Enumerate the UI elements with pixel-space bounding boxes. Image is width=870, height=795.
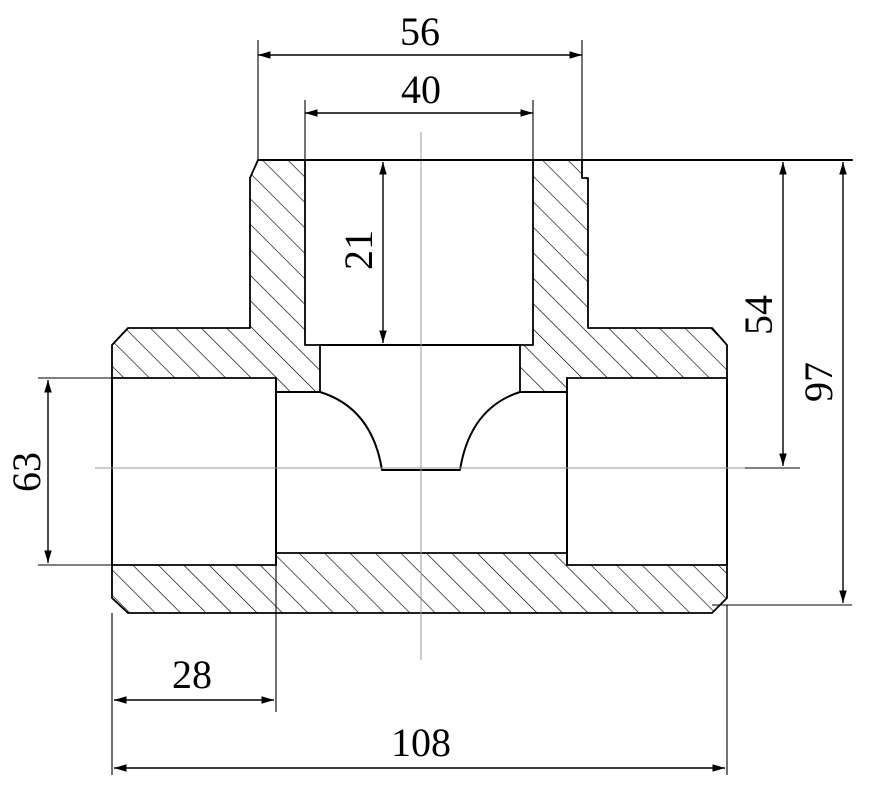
dim-branch-height: 54 — [736, 162, 787, 466]
dim-run-socket-depth: 28 — [111, 565, 277, 775]
hatch-upper-left-wall — [111, 159, 321, 393]
dim-overall-length: 108 — [114, 605, 728, 775]
branch-bore-fillet — [319, 391, 521, 471]
dim-run-bore: 63 — [4, 377, 112, 566]
dim-label-socket-outer-width: 56 — [400, 9, 440, 54]
center-lines — [95, 132, 795, 660]
dim-label-socket-inner-width: 40 — [401, 67, 441, 112]
dim-label-socket-depth: 21 — [336, 230, 381, 270]
hatch-upper-right-wall — [519, 159, 728, 393]
dim-overall-height: 97 — [796, 162, 847, 603]
hatched-walls — [111, 159, 728, 614]
dim-label-branch-height: 54 — [736, 295, 781, 335]
dim-socket-inner-width: 40 — [304, 67, 534, 160]
hatch-bottom-wall — [111, 552, 728, 614]
dim-label-run-socket-depth: 28 — [172, 652, 212, 697]
dim-label-run-bore: 63 — [4, 452, 49, 492]
dim-socket-outer-width: 56 — [257, 9, 583, 160]
dim-label-overall-height: 97 — [796, 362, 841, 402]
dim-socket-depth: 21 — [336, 162, 387, 343]
dim-label-overall-length: 108 — [391, 720, 451, 765]
